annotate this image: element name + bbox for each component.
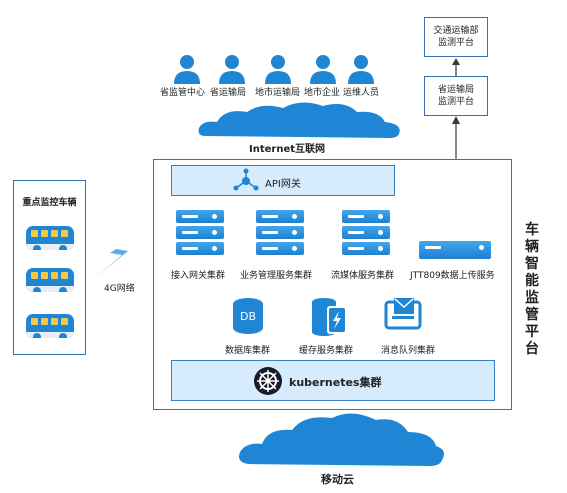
kubernetes-icon: [254, 367, 282, 395]
storage-label: 数据库集群: [225, 346, 271, 356]
lightning-icon: [96, 227, 150, 277]
provincial-monitor-box: 省运输局 监测平台: [424, 76, 488, 116]
server-stack-icon: [176, 210, 224, 258]
user-label: 省监管中心: [160, 88, 206, 98]
kubernetes-bar: [171, 360, 495, 401]
api-gateway-label: API网关: [265, 179, 301, 190]
ministry-monitor-label: 交通运输部 监测平台: [433, 26, 479, 48]
internet-cloud-icon: [198, 102, 400, 138]
network-label: 4G网络: [104, 284, 135, 294]
db-icon-text: DB: [239, 309, 257, 323]
cache-icon: [312, 298, 347, 336]
ministry-monitor-box: 交通运输部 监测平台: [424, 17, 488, 57]
message-queue-icon: [384, 298, 422, 330]
internet-label: Internet互联网: [249, 144, 326, 155]
storage-label: 缓存服务集群: [299, 346, 354, 356]
server-icon: [419, 241, 491, 259]
mobile-cloud-icon: [239, 413, 444, 466]
bus-icon: [26, 314, 74, 338]
server-stack-icon: [256, 210, 304, 258]
user-label: 地市企业: [304, 88, 341, 98]
platform-title: 车辆智能监管平台: [525, 222, 539, 357]
bus-icon: [26, 226, 74, 250]
user-icon: [219, 55, 245, 84]
api-gateway-bar: [171, 165, 395, 196]
user-icon: [310, 55, 336, 84]
cloud-label: 移动云: [321, 473, 354, 486]
user-label: 地市运输局: [255, 88, 301, 98]
provincial-monitor-label: 省运输局 监测平台: [437, 85, 474, 107]
database-icon: DB: [233, 298, 263, 334]
user-label: 省运输局: [210, 88, 247, 98]
cluster-label: JTT809数据上传服务: [410, 271, 495, 281]
vehicles-title: 重点监控车辆: [22, 198, 77, 208]
server-stack-icon: [342, 210, 390, 258]
user-label: 运维人员: [343, 88, 380, 98]
storage-label: 消息队列集群: [381, 346, 436, 356]
user-icon: [348, 55, 374, 84]
cluster-label: 业务管理服务集群: [240, 271, 313, 281]
cluster-label: 流媒体服务集群: [331, 271, 395, 281]
user-icon: [265, 55, 291, 84]
cluster-label: 接入网关集群: [171, 271, 226, 281]
bus-icon: [26, 268, 74, 292]
api-gateway-icon: [233, 168, 259, 191]
kubernetes-label: kubernetes集群: [289, 376, 382, 389]
user-icon: [174, 55, 200, 84]
